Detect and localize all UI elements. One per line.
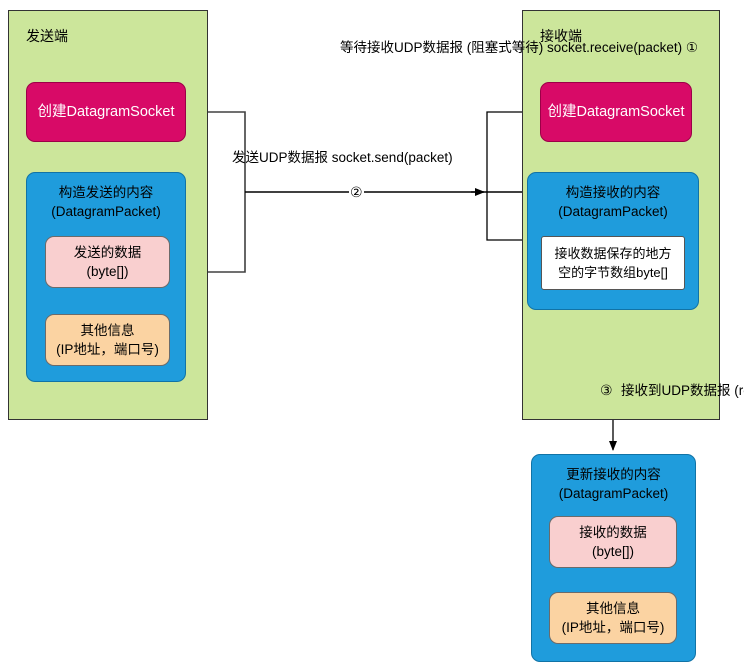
received-packet-step-marker: ③	[600, 382, 613, 398]
sender-packet-title-line1: 构造发送的内容	[58, 185, 154, 200]
updated-other-info-box[interactable]: 其他信息 (IP地址，端口号)	[549, 592, 677, 644]
updated-other-info-line2: (IP地址，端口号)	[561, 620, 665, 635]
wait-receive-line2: (阻塞式等待)	[466, 40, 544, 55]
wait-receive-line1: 等待接收UDP数据报	[340, 40, 464, 55]
receiver-buffer-line2: 空的字节数组byte[]	[558, 265, 668, 280]
sender-other-info-line1: 其他信息	[80, 323, 135, 338]
updated-received-data-line1: 接收的数据	[579, 525, 647, 540]
sender-panel-title: 发送端	[26, 28, 68, 44]
sender-packet-title-line2: (DatagramPacket)	[51, 204, 161, 219]
receiver-create-socket-box[interactable]: 创建DatagramSocket	[540, 82, 692, 142]
receiver-create-socket-label: 创建DatagramSocket	[547, 103, 685, 120]
sender-other-info-box[interactable]: 其他信息 (IP地址，端口号)	[45, 314, 170, 366]
updated-packet-title-line1: 更新接收的内容	[566, 467, 661, 482]
updated-packet-title-line2: (DatagramPacket)	[558, 486, 669, 501]
received-packet-line2: (receive向下执行)	[734, 383, 744, 398]
updated-other-info-line1: 其他信息	[586, 601, 640, 616]
receiver-panel-title: 接收端	[540, 28, 582, 44]
receiver-packet-title-line2: (DatagramPacket)	[558, 204, 668, 219]
sender-create-socket-box[interactable]: 创建DatagramSocket	[26, 82, 186, 142]
send-packet-step-marker: ②	[349, 184, 364, 200]
received-packet-annotation: 接收到UDP数据报 (receive向下执行)	[621, 381, 744, 400]
sender-send-data-box[interactable]: 发送的数据 (byte[])	[45, 236, 170, 288]
send-packet-annotation: 发送UDP数据报 socket.send(packet)	[232, 148, 453, 167]
wait-receive-annotation: 等待接收UDP数据报 (阻塞式等待) socket.receive(packet…	[340, 38, 698, 57]
updated-received-data-box[interactable]: 接收的数据 (byte[])	[549, 516, 677, 568]
sender-other-info-line2: (IP地址，端口号)	[56, 342, 159, 357]
sender-send-data-line1: 发送的数据	[73, 245, 142, 260]
wait-receive-line3: socket.receive(packet)	[547, 40, 683, 55]
receiver-buffer-box[interactable]: 接收数据保存的地方 空的字节数组byte[]	[541, 236, 685, 290]
send-packet-line2: socket.send(packet)	[331, 150, 453, 165]
wait-receive-step-marker: ①	[685, 40, 698, 55]
received-packet-line1: 接收到UDP数据报	[621, 383, 731, 398]
receiver-buffer-line1: 接收数据保存的地方	[554, 246, 672, 261]
sender-send-data-line2: (byte[])	[86, 264, 129, 279]
send-packet-line1: 发送UDP数据报	[232, 150, 329, 165]
receiver-packet-title-line1: 构造接收的内容	[565, 185, 661, 200]
receiver-socket-to-buffer-link	[486, 111, 540, 241]
sender-create-socket-label: 创建DatagramSocket	[37, 103, 175, 120]
updated-received-data-line2: (byte[])	[591, 544, 634, 559]
